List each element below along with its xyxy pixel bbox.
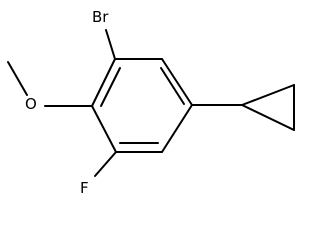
bond-to-bromine [105, 29, 116, 60]
cyclopropyl-ring [241, 84, 295, 131]
bond-methyl [7, 61, 28, 96]
ring-double-bond-inner-left [100, 67, 121, 107]
benzene-ring [91, 58, 193, 153]
atom-label-oxygen: O [25, 95, 37, 113]
atom-label-bromine: Br [92, 8, 109, 26]
cyclopropyl-bond-a [241, 84, 295, 106]
ring-bond-lower-left [91, 105, 117, 153]
chemical-structure: Br O F [7, 8, 295, 197]
ring-double-bond-inner-right [160, 67, 185, 105]
ring-bond-lower-right [161, 104, 193, 153]
cyclopropyl-bond-c [241, 104, 295, 131]
ring-bond-upper-right [161, 58, 193, 106]
ring-bond-upper-left [91, 58, 116, 107]
atom-label-fluorine: F [80, 179, 89, 197]
bond-to-fluorine [94, 151, 117, 177]
